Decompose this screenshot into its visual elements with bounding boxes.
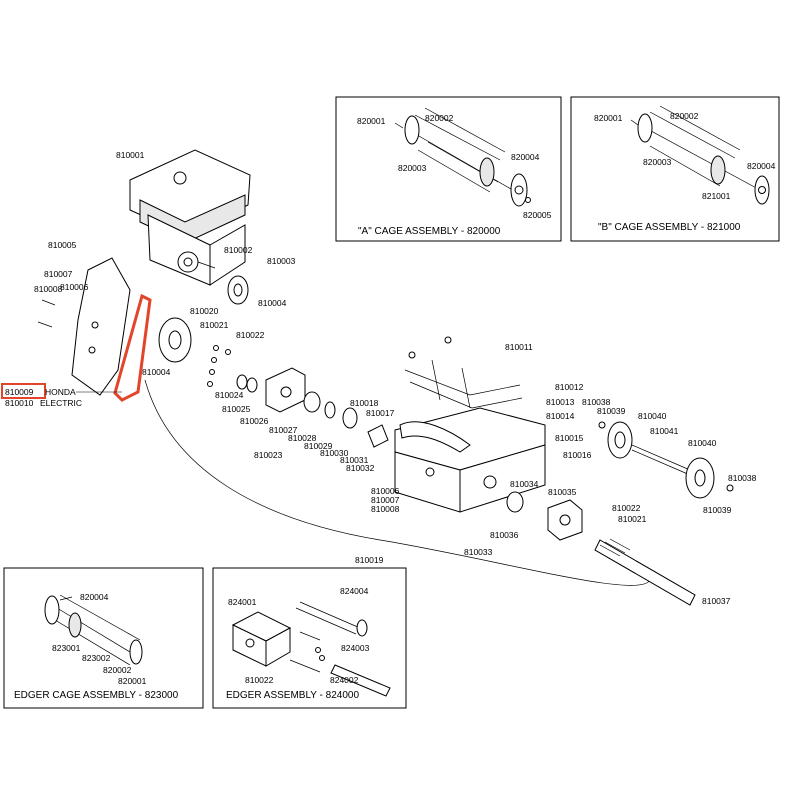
edger-panel: 824001 824004 824003 824002 810022 EDGER… (212, 567, 407, 709)
part-label: 810033 (464, 547, 493, 557)
part-label: 810013 (546, 397, 575, 407)
part-label: 810035 (548, 487, 577, 497)
part-label: 810002 (224, 245, 253, 255)
edger-cage-drawing (44, 594, 143, 666)
main-labels: 810001 810002 810003 810004 810004 81000… (5, 150, 757, 606)
part-label: 810007 (371, 495, 400, 505)
part-label: 810030 (320, 448, 349, 458)
selected-part-highlight (1, 383, 46, 399)
part-label: 821001 (702, 191, 731, 201)
cage-a-drawing (394, 107, 531, 207)
part-label: 810001 (116, 150, 145, 160)
part-label: 810007 (44, 269, 73, 279)
part-label: 810039 (703, 505, 732, 515)
part-label: 810010 (5, 398, 34, 408)
part-label: 824002 (330, 675, 359, 685)
part-label: 810022 (612, 503, 641, 513)
part-label: 820003 (398, 163, 427, 173)
note-honda: HONDA (45, 387, 76, 397)
part-label: 820001 (594, 113, 623, 123)
axle-810037 (594, 539, 696, 606)
part-label: 810029 (304, 441, 333, 451)
part-label: 824004 (340, 586, 369, 596)
cage-b-panel: 820001 820002 820003 820004 821001 "B" C… (570, 96, 780, 242)
part-label: 810025 (222, 404, 251, 414)
part-label: 810003 (267, 256, 296, 266)
part-label: 810004 (142, 367, 171, 377)
main-exploded-view (37, 149, 734, 606)
part-label: 810026 (240, 416, 269, 426)
part-label: 810022 (245, 675, 274, 685)
part-label: 820004 (80, 592, 109, 602)
part-label: 810006 (371, 486, 400, 496)
part-label: 810034 (510, 479, 539, 489)
part-label: 810022 (236, 330, 265, 340)
part-label: 820001 (118, 676, 147, 686)
part-label: 810018 (350, 398, 379, 408)
part-label: 810008 (34, 284, 63, 294)
cage-b-frame (570, 96, 780, 242)
edger-cage-frame (3, 567, 204, 709)
part-label: 820002 (103, 665, 132, 675)
part-label: 810012 (555, 382, 584, 392)
part-label: 823001 (52, 643, 81, 653)
part-label: 810039 (597, 406, 626, 416)
part-label: 810008 (371, 504, 400, 514)
part-label: 810019 (355, 555, 384, 565)
cage-a-panel: 820001 820002 820003 820004 820005 "A" C… (335, 96, 562, 242)
part-label: 810005 (48, 240, 77, 250)
part-label: 810006 (60, 282, 89, 292)
cage-a-title: "A" CAGE ASSEMBLY - 820000 (358, 226, 501, 237)
selected-part-number[interactable]: 810009 (5, 387, 34, 397)
drive-belt-810019 (144, 379, 651, 586)
cage-b-drawing (630, 105, 770, 205)
part-label: 810028 (288, 433, 317, 443)
edger-cage-panel: 820004 823001 823002 820002 820001 EDGER… (3, 567, 204, 709)
part-label: 810041 (650, 426, 679, 436)
edger-drawing (231, 601, 391, 697)
belt-810009-highlight (113, 293, 152, 402)
part-label: 810014 (546, 411, 575, 421)
part-label: 810037 (702, 596, 731, 606)
part-label: 820002 (425, 113, 454, 123)
part-label: 820004 (511, 152, 540, 162)
part-label: 810040 (638, 411, 667, 421)
part-label: 810016 (563, 450, 592, 460)
part-label: 810021 (200, 320, 229, 330)
part-label: 810032 (346, 463, 375, 473)
part-label: 810017 (366, 408, 395, 418)
part-label: 810004 (258, 298, 287, 308)
part-label: 810021 (618, 514, 647, 524)
part-label: 810038 (728, 473, 757, 483)
part-label: 823002 (82, 653, 111, 663)
part-label: 820003 (643, 157, 672, 167)
belt-guard-810005 (71, 257, 131, 396)
part-label: 810040 (688, 438, 717, 448)
part-label: 820001 (357, 116, 386, 126)
part-label: 820002 (670, 111, 699, 121)
cage-b-title: "B" CAGE ASSEMBLY - 821000 (598, 222, 741, 233)
engine-810001 (129, 149, 251, 286)
part-label: 810038 (582, 397, 611, 407)
part-label: 810011 (505, 342, 533, 352)
edger-title: EDGER ASSEMBLY - 824000 (226, 690, 359, 701)
deck-housing-810016 (394, 407, 546, 513)
part-label: 810027 (269, 425, 298, 435)
part-label: 810031 (340, 455, 369, 465)
edger-cage-title: EDGER CAGE ASSEMBLY - 823000 (14, 690, 179, 701)
part-label: 820004 (747, 161, 776, 171)
part-label: 810015 (555, 433, 584, 443)
part-label: 810024 (215, 390, 244, 400)
part-label: 824003 (341, 643, 370, 653)
part-label: 810036 (490, 530, 519, 540)
note-electric: ELECTRIC (40, 398, 82, 408)
part-label: 810020 (190, 306, 219, 316)
part-label: 824001 (228, 597, 257, 607)
part-label: 820005 (523, 210, 552, 220)
part-label: 810023 (254, 450, 283, 460)
